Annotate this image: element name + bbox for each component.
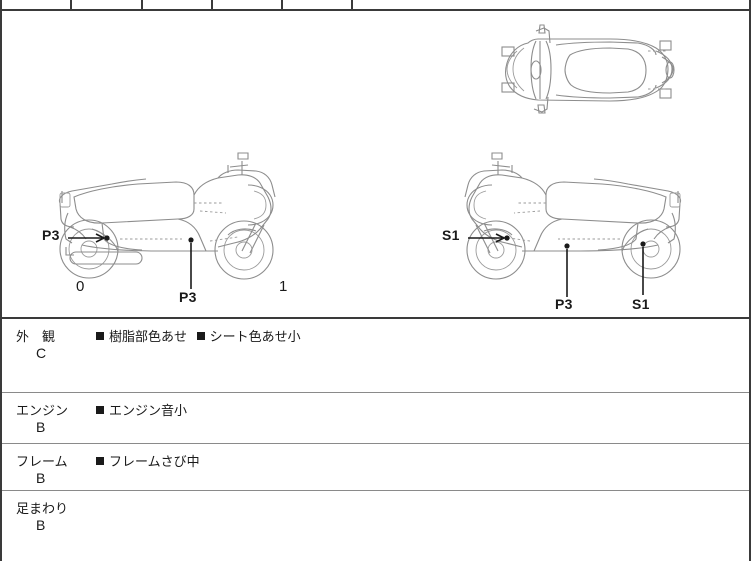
condition-grade-value: C xyxy=(36,345,47,361)
condition-grade-value: B xyxy=(36,419,46,435)
left-view-callout-p3-body: P3 xyxy=(179,289,197,305)
scooter-left-side-view-diagram xyxy=(42,151,310,291)
right-view-callout-p3-body: P3 xyxy=(555,296,573,312)
square-bullet-icon xyxy=(96,332,104,340)
condition-grade-value: B xyxy=(36,470,46,486)
condition-row-suspension: 足まわり B xyxy=(2,491,749,561)
condition-item-text: エンジン音小 xyxy=(109,403,188,418)
scooter-right-side-view-diagram xyxy=(430,151,698,291)
condition-category-label: 足まわり xyxy=(16,501,69,516)
condition-table: 外 観 C 樹脂部色あせ シート色あせ小 エンジン B エンジン音小 フレーム … xyxy=(0,319,751,561)
condition-row-engine: エンジン B エンジン音小 xyxy=(2,393,749,444)
condition-item: フレームさび中 xyxy=(96,454,200,469)
header-table-row xyxy=(0,0,751,11)
header-cell-6 xyxy=(353,0,749,9)
left-view-callout-p3-rear: P3 xyxy=(42,227,60,243)
header-table-left-edge xyxy=(0,0,2,11)
header-table-right-edge xyxy=(749,0,751,11)
left-view-leader-p3-rear xyxy=(68,233,110,243)
diagram-area: P3 P3 0 1 xyxy=(0,11,751,319)
right-view-leader-s1-rear xyxy=(640,241,646,295)
header-cell-4 xyxy=(213,0,283,9)
condition-items-list: フレームさび中 xyxy=(96,453,206,471)
right-view-callout-s1-front: S1 xyxy=(442,227,460,243)
condition-category-label: フレーム xyxy=(16,454,68,469)
condition-items-list: エンジン音小 xyxy=(96,402,193,420)
header-cell-2 xyxy=(72,0,143,9)
right-view-leader-s1-front xyxy=(468,233,510,243)
condition-item: 樹脂部色あせ xyxy=(96,329,187,344)
condition-item: シート色あせ小 xyxy=(196,329,301,344)
left-view-endmark-1: 1 xyxy=(279,278,288,295)
condition-grade-value: B xyxy=(36,517,46,533)
header-cell-1 xyxy=(2,0,72,9)
right-view-callout-s1-rear: S1 xyxy=(632,296,650,312)
condition-items-list: 樹脂部色あせ シート色あせ小 xyxy=(96,328,307,346)
left-view-endmark-0: 0 xyxy=(76,278,85,295)
condition-item: エンジン音小 xyxy=(96,403,187,418)
condition-row-frame: フレーム B フレームさび中 xyxy=(2,444,749,491)
condition-item-text: フレームさび中 xyxy=(109,454,200,469)
header-cell-5 xyxy=(283,0,353,9)
header-cell-3 xyxy=(143,0,213,9)
condition-item-text: 樹脂部色あせ xyxy=(109,329,188,344)
square-bullet-icon xyxy=(96,457,104,465)
scooter-top-view-diagram xyxy=(470,23,692,115)
square-bullet-icon xyxy=(96,406,104,414)
right-view-leader-p3-body xyxy=(564,243,570,297)
condition-item-text: シート色あせ小 xyxy=(209,329,301,344)
square-bullet-icon xyxy=(196,332,205,340)
left-view-leader-p3-body xyxy=(188,237,194,289)
condition-row-exterior: 外 観 C 樹脂部色あせ シート色あせ小 xyxy=(2,319,749,393)
condition-category-label: エンジン xyxy=(16,403,69,418)
condition-category-label: 外 観 xyxy=(16,329,56,344)
